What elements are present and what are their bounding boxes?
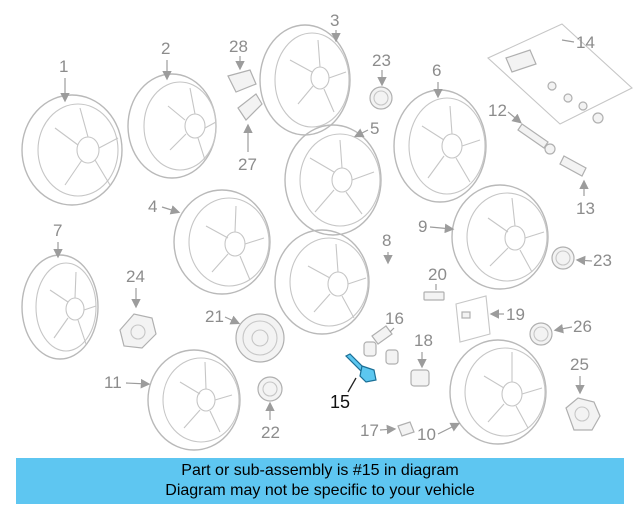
callout-15: 15 bbox=[330, 392, 350, 412]
part-19-label bbox=[455, 295, 491, 343]
wheel-4 bbox=[173, 189, 271, 295]
callout-27: 27 bbox=[238, 155, 257, 174]
part-23-emblem-top bbox=[369, 86, 393, 110]
callout-7: 7 bbox=[53, 221, 62, 240]
callout-22: 22 bbox=[261, 423, 280, 442]
callout-3: 3 bbox=[330, 11, 339, 30]
wheel-5 bbox=[284, 124, 382, 236]
wheel-2 bbox=[127, 73, 217, 179]
info-banner: Part or sub-assembly is #15 in diagram D… bbox=[16, 458, 624, 504]
wheel-10 bbox=[449, 339, 547, 445]
callout-11: 11 bbox=[104, 373, 122, 392]
part-13-valve bbox=[559, 155, 587, 177]
callout-4: 4 bbox=[148, 197, 157, 216]
callout-23-top: 23 bbox=[372, 51, 391, 70]
part-14-tpms-kit bbox=[487, 23, 633, 125]
banner-line-1: Part or sub-assembly is #15 in diagram bbox=[181, 462, 459, 479]
part-15-wheel-bolt bbox=[344, 353, 377, 383]
wheel-1 bbox=[21, 94, 123, 206]
callout-13: 13 bbox=[576, 199, 595, 218]
part-21-wheel-cover bbox=[235, 313, 285, 363]
callout-23-right: 23 bbox=[593, 251, 612, 270]
callout-16: 16 bbox=[385, 309, 404, 328]
part-28-weight bbox=[227, 69, 257, 93]
banner-line-2: Diagram may not be specific to your vehi… bbox=[165, 482, 475, 499]
callout-6: 6 bbox=[432, 61, 441, 80]
part-12-valve-stem bbox=[517, 123, 556, 155]
wheel-7 bbox=[21, 254, 99, 360]
callout-8: 8 bbox=[382, 231, 391, 250]
part-26-emblem bbox=[529, 322, 553, 346]
callout-14: 14 bbox=[576, 33, 595, 52]
part-23-emblem-right bbox=[551, 246, 575, 270]
callout-20: 20 bbox=[428, 265, 447, 284]
part-22-emblem bbox=[257, 376, 283, 402]
part-20 bbox=[423, 291, 445, 301]
parts-diagram: 1 2 3 28 27 23 5 bbox=[21, 11, 633, 451]
callout-5: 5 bbox=[370, 119, 379, 138]
callout-19: 19 bbox=[506, 305, 525, 324]
part-25-center-cap bbox=[565, 397, 601, 431]
callout-17: 17 bbox=[360, 421, 379, 440]
callout-28: 28 bbox=[229, 37, 248, 56]
callout-2: 2 bbox=[161, 39, 170, 58]
wheel-9 bbox=[451, 184, 549, 290]
callout-25: 25 bbox=[570, 355, 589, 374]
callout-9: 9 bbox=[418, 217, 427, 236]
wheel-6 bbox=[393, 89, 487, 203]
wheel-3 bbox=[259, 24, 351, 136]
part-18-lug-nut bbox=[410, 369, 430, 387]
callout-18: 18 bbox=[414, 331, 433, 350]
callout-24: 24 bbox=[126, 267, 145, 286]
callout-10: 10 bbox=[417, 425, 436, 444]
wheel-8 bbox=[274, 229, 370, 335]
part-27-weight bbox=[237, 93, 263, 121]
part-16-bolt-caps bbox=[363, 325, 399, 365]
callout-1: 1 bbox=[59, 57, 68, 76]
part-17-nut bbox=[397, 421, 415, 437]
callout-12: 12 bbox=[488, 101, 507, 120]
callout-26: 26 bbox=[573, 317, 592, 336]
callout-21: 21 bbox=[205, 307, 224, 326]
wheel-11 bbox=[147, 349, 241, 451]
part-24-hub-cap bbox=[119, 313, 157, 349]
